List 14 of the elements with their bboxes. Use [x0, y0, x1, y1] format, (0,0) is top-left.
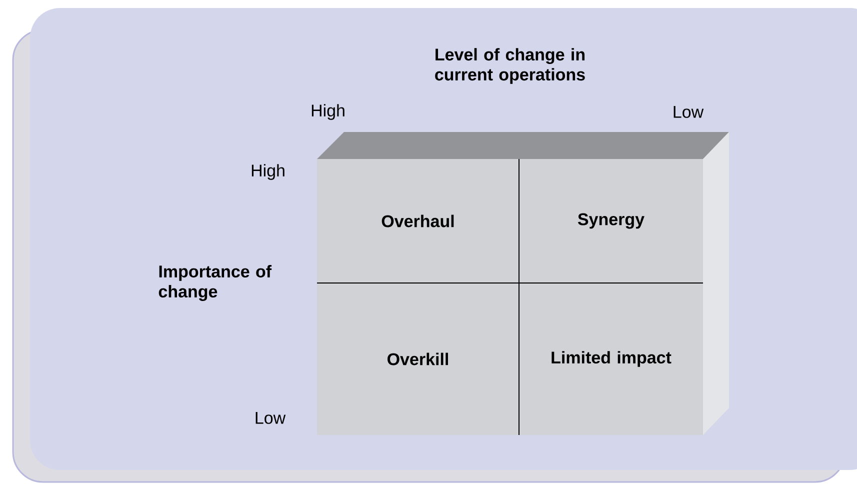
- axis-end-label: High: [312, 104, 344, 120]
- axis-title: Level of change in current operations: [435, 48, 585, 84]
- axis-end-label: High: [252, 164, 284, 180]
- axis-end-label: Low: [674, 106, 704, 118]
- quadrant-cell: Synergy: [519, 159, 703, 283]
- node-label: Overkill: [388, 352, 448, 366]
- quadrant-cell: Overkill: [317, 283, 519, 435]
- axis-title: Importance of change: [158, 265, 272, 301]
- node-label: Limited impact: [552, 351, 672, 367]
- node-label: Overhaul: [382, 214, 454, 228]
- axis-end-label: Low: [256, 412, 286, 424]
- node-label: Synergy: [578, 213, 644, 229]
- quadrant-cell: Overhaul: [317, 159, 519, 283]
- quadrant-cell: Limited impact: [519, 283, 703, 435]
